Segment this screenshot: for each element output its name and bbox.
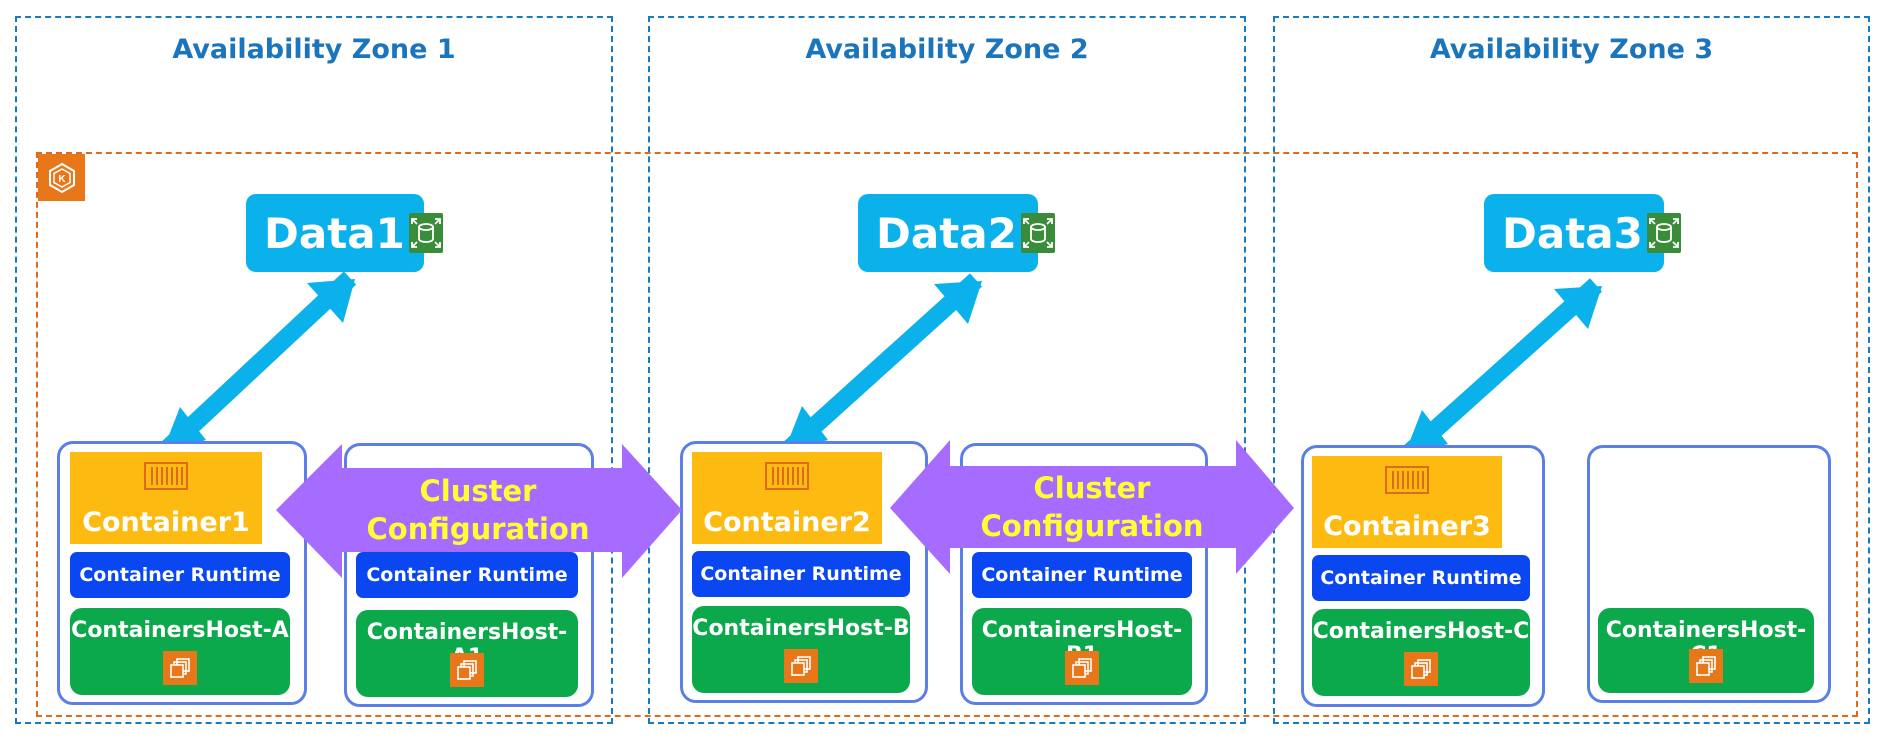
cluster-configuration-label-2: Cluster Configuration bbox=[964, 469, 1220, 549]
data-arrow-3 bbox=[1403, 278, 1603, 459]
container-runtime: Container Runtime bbox=[1312, 555, 1530, 601]
cluster-arrow-2 bbox=[890, 440, 1294, 574]
containers-host-a: ContainersHost-A bbox=[70, 608, 290, 695]
zone-title: Availability Zone 2 bbox=[805, 34, 1089, 65]
database-icon bbox=[408, 213, 443, 253]
data-store-1: Data1 bbox=[246, 194, 443, 272]
compute-instance-icon bbox=[784, 649, 818, 683]
container-icon bbox=[144, 462, 188, 497]
cluster-label-line2: Configuration bbox=[980, 509, 1204, 543]
availability-zone-1: Availability Zone 1 bbox=[15, 16, 613, 724]
host-label: ContainersHost-B1 bbox=[981, 618, 1183, 668]
cluster-arrow-1 bbox=[276, 444, 682, 578]
container-3: Container3 bbox=[1312, 456, 1502, 548]
data-label: Data2 bbox=[876, 208, 1017, 258]
zone-title: Availability Zone 3 bbox=[1429, 34, 1714, 65]
container-runtime: Container Runtime bbox=[972, 552, 1192, 598]
data-arrow-2 bbox=[783, 273, 983, 455]
host-label: ContainersHost-C bbox=[1312, 619, 1530, 644]
containers-host-c: ContainersHost-C bbox=[1312, 609, 1530, 696]
data-store-3: Data3 bbox=[1484, 194, 1681, 272]
svg-text:K: K bbox=[58, 174, 66, 185]
compute-instance-icon bbox=[450, 653, 484, 687]
container-icon bbox=[765, 462, 809, 497]
container-label: Container2 bbox=[703, 507, 871, 538]
cluster-label-line1: Cluster bbox=[419, 474, 537, 508]
cluster-label-line1: Cluster bbox=[1033, 471, 1151, 505]
containers-host-b1: ContainersHost-B1 bbox=[972, 608, 1192, 695]
compute-instance-icon bbox=[1689, 649, 1723, 683]
data-store-2: Data2 bbox=[858, 194, 1055, 272]
zone-title: Availability Zone 1 bbox=[172, 34, 456, 65]
containers-host-c1: ContainersHost-C1 bbox=[1598, 608, 1814, 693]
cluster-configuration-label-1: Cluster Configuration bbox=[352, 472, 604, 552]
container-1: Container1 bbox=[70, 452, 262, 544]
container-label: Container1 bbox=[82, 507, 250, 538]
container-2: Container2 bbox=[692, 452, 882, 544]
cluster-label-line2: Configuration bbox=[366, 512, 590, 546]
compute-instance-icon bbox=[1065, 651, 1099, 685]
host-label: ContainersHost-B bbox=[692, 616, 910, 641]
container-label: Container3 bbox=[1323, 511, 1491, 542]
containers-host-b: ContainersHost-B bbox=[692, 606, 910, 693]
database-icon bbox=[1020, 213, 1055, 253]
host-label: ContainersHost-A bbox=[71, 618, 289, 643]
database-icon bbox=[1646, 213, 1681, 253]
containers-host-a1: ContainersHost-A1 bbox=[356, 610, 578, 697]
compute-instance-icon bbox=[1404, 652, 1438, 686]
kubernetes-icon: K bbox=[38, 154, 85, 201]
cluster-boundary bbox=[36, 152, 1858, 717]
container-runtime: Container Runtime bbox=[356, 552, 578, 598]
availability-zone-3: Availability Zone 3 bbox=[1273, 16, 1870, 724]
container-runtime: Container Runtime bbox=[692, 551, 910, 597]
availability-zone-2: Availability Zone 2 bbox=[648, 16, 1246, 724]
container-runtime: Container Runtime bbox=[70, 552, 290, 598]
container-icon bbox=[1385, 466, 1429, 501]
compute-instance-icon bbox=[163, 651, 197, 685]
data-label: Data1 bbox=[264, 208, 405, 258]
data-label: Data3 bbox=[1502, 208, 1643, 258]
